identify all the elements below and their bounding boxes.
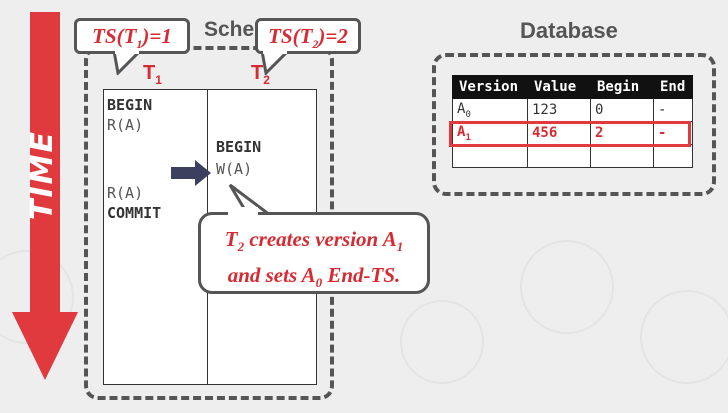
time-label: TIME [25, 130, 60, 220]
callout-tail [112, 51, 142, 75]
t1-begin-op: BEGIN [107, 96, 153, 114]
explanation-line-1: T2 creates version A1 [224, 227, 404, 255]
database-container [432, 53, 716, 196]
column-header: Version [452, 75, 528, 99]
time-arrow-icon [12, 12, 78, 380]
background-circle [400, 300, 484, 384]
callout-tail-mask [228, 207, 258, 217]
table-header-row: Version Value Begin End [452, 75, 693, 99]
t2-column-header: T2 [251, 62, 270, 87]
t1-commit-op: COMMIT [107, 204, 162, 222]
end-cell [653, 144, 693, 168]
explanation-callout: T2 creates version A1 and sets A0 End-TS… [198, 212, 430, 294]
value-cell: 123 [527, 98, 591, 122]
t2-write-op: W(A) [216, 160, 253, 178]
table-row: A0 123 0 - [452, 98, 693, 122]
explanation-line-2: and sets A0 End-TS. [227, 263, 401, 291]
t1-read-op: R(A) [107, 184, 144, 202]
ts1-label: TS(T1)=1 [92, 24, 172, 52]
callout-tail [260, 51, 290, 75]
t1-column-header: T1 [143, 62, 162, 87]
column-header: End [653, 75, 693, 99]
current-step-arrow-icon [171, 160, 211, 186]
version-cell: A0 [452, 98, 528, 122]
background-circle [520, 240, 614, 334]
begin-cell [590, 144, 654, 168]
row-highlight-box [449, 121, 691, 147]
column-header: Begin [590, 75, 654, 99]
ts1-callout: TS(T1)=1 [74, 18, 190, 54]
t1-read-op: R(A) [107, 116, 144, 134]
value-cell [527, 144, 591, 168]
begin-cell: 0 [590, 98, 654, 122]
table-row [452, 144, 693, 168]
column-header: Value [527, 75, 591, 99]
ts2-callout: TS(T2)=2 [255, 18, 361, 54]
version-cell [452, 144, 528, 168]
ts2-label: TS(T2)=2 [268, 24, 348, 52]
t2-begin-op: BEGIN [216, 138, 262, 156]
version-table: Version Value Begin End A0 123 0 - A1 45… [452, 75, 693, 168]
database-title: Database [520, 18, 618, 43]
background-circle [640, 290, 728, 384]
end-cell: - [653, 98, 693, 122]
